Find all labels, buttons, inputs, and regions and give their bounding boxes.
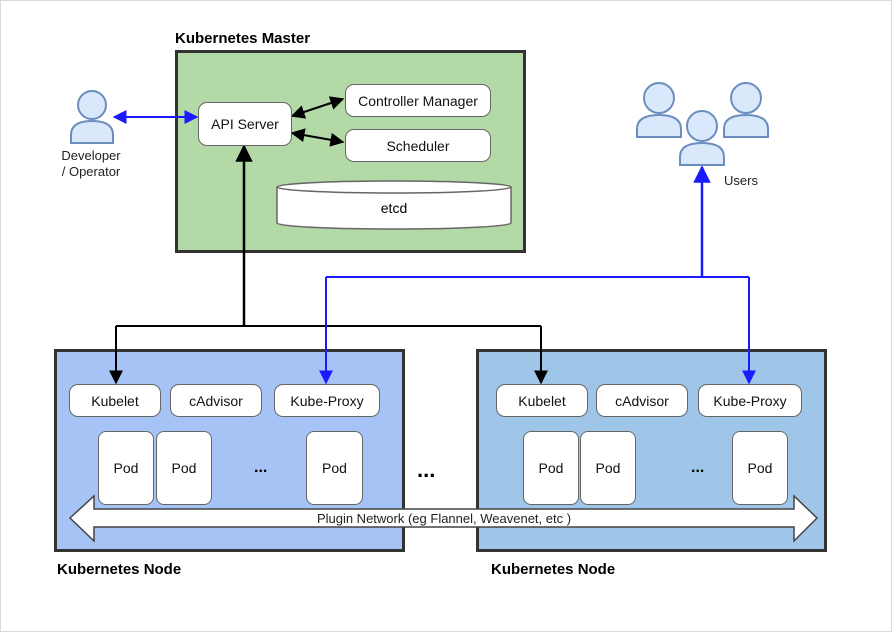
pods-ellipsis: ... <box>691 459 705 476</box>
plugin-network-label: Plugin Network (eg Flannel, Weavenet, et… <box>316 511 572 526</box>
cadvisor-box: cAdvisor <box>596 384 688 417</box>
api-server-box: API Server <box>198 102 292 146</box>
pod-box: Pod <box>156 431 212 505</box>
node-1-title: Kubernetes Node <box>57 561 182 578</box>
master-title: Kubernetes Master <box>175 30 311 47</box>
cadvisor-box: cAdvisor <box>170 384 262 417</box>
kube-proxy-box: Kube-Proxy <box>274 384 380 417</box>
users-label: Users <box>724 173 758 188</box>
developer-label-line2: / Operator <box>61 164 121 179</box>
kubelet-box: Kubelet <box>496 384 588 417</box>
developer-label-line1: Developer <box>61 148 121 163</box>
person-icon <box>679 110 725 166</box>
api-controller-link <box>290 96 345 119</box>
pod-box: Pod <box>523 431 579 505</box>
kube-proxy-box: Kube-Proxy <box>698 384 802 417</box>
pod-box: Pod <box>98 431 154 505</box>
person-icon <box>636 82 682 138</box>
nodes-ellipsis: ... <box>417 457 436 482</box>
person-icon <box>70 90 114 144</box>
etcd-label: etcd <box>380 200 408 216</box>
api-scheduler-link <box>290 128 345 147</box>
controller-manager-box: Controller Manager <box>345 84 491 117</box>
pod-box: Pod <box>306 431 363 505</box>
etcd-cylinder <box>276 180 512 230</box>
pod-box: Pod <box>732 431 788 505</box>
pods-ellipsis: ... <box>254 459 268 476</box>
kubelet-box: Kubelet <box>69 384 161 417</box>
node-2-title: Kubernetes Node <box>491 561 616 578</box>
person-icon <box>723 82 769 138</box>
scheduler-box: Scheduler <box>345 129 491 162</box>
pod-box: Pod <box>580 431 636 505</box>
